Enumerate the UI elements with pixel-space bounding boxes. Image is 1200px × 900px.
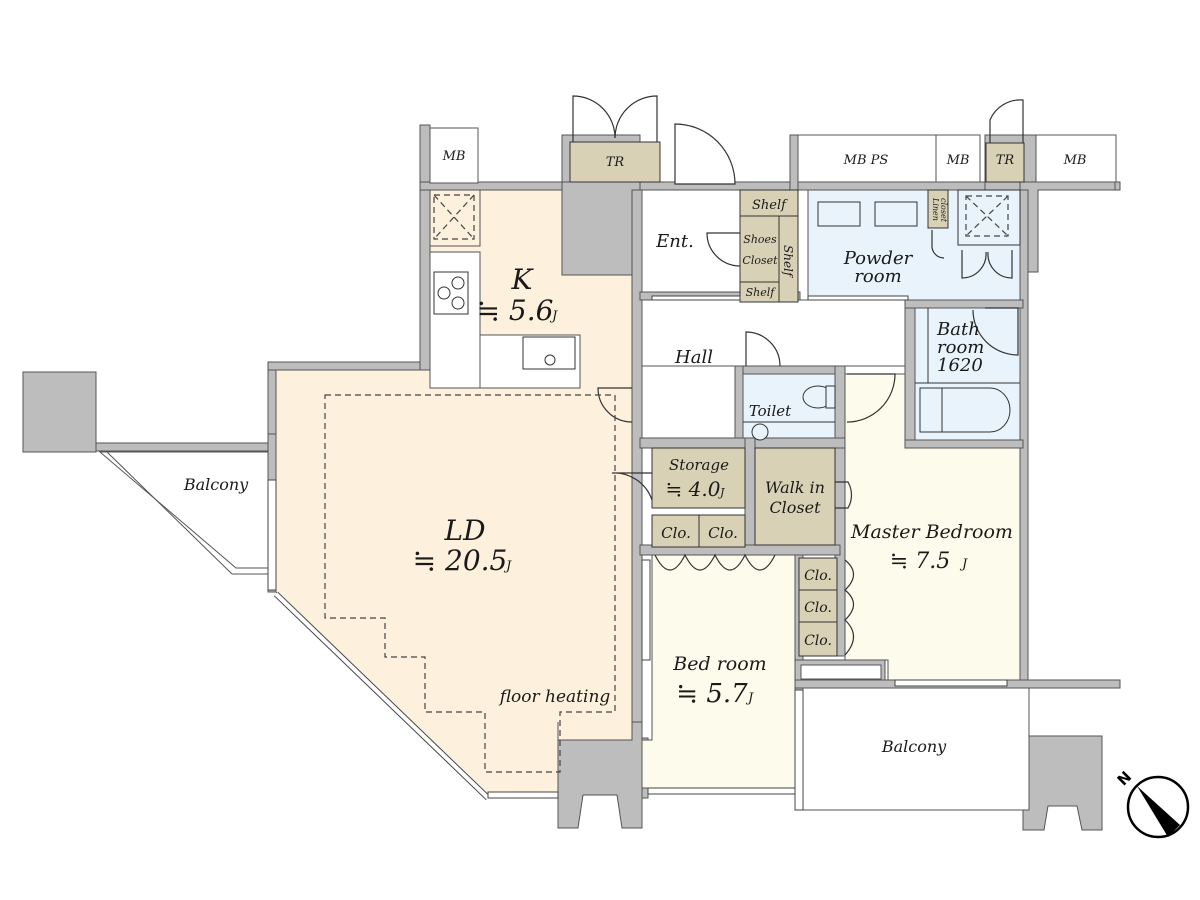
toilet-label: Toilet (749, 402, 792, 420)
linen-closet-line1: Linen (931, 197, 940, 221)
compass-north-label: N (1114, 768, 1136, 790)
mb-left-label: MB (442, 149, 466, 164)
walk-in-closet-line2: Closet (769, 498, 821, 517)
ld-name: LD (443, 514, 485, 547)
shoes-closet-line2: Closet (742, 254, 778, 267)
floor-heating-label: floor heating (498, 687, 611, 707)
mb-right-label: MB (1063, 153, 1087, 168)
balcony-south-label: Balcony (881, 737, 947, 756)
master-bedroom-area: ≒ 7.5 (890, 549, 950, 574)
bedroom-name: Bed room (672, 653, 766, 675)
bedroom-area: ≒ 5.7 (676, 679, 748, 709)
clo-2-label: Clo. (708, 524, 738, 542)
bath-room-line1: Bath (936, 319, 980, 340)
balcony-west-label: Balcony (183, 475, 249, 494)
kitchen-name: K (511, 263, 535, 296)
floor-heating-zone (324, 394, 616, 773)
north-compass-icon: N (1114, 768, 1190, 839)
mb-ps-label: MB PS (843, 153, 889, 168)
tr-right-label: TR (996, 153, 1015, 168)
shoes-closet-line1: Shoes (743, 233, 777, 246)
shelf-top-label: Shelf (752, 198, 788, 213)
labels: MB TR MB PS MB TR MB K ≒ 5.6 J Ent. Shel… (183, 149, 1087, 756)
doors (572, 95, 1024, 656)
room-fills (98, 189, 1030, 811)
bath-room-size: 1620 (937, 355, 983, 376)
kitchen-unit: J (549, 309, 558, 324)
bath-room-line2: room (937, 337, 984, 358)
mb-mid-label: MB (946, 153, 970, 168)
walk-in-closet-line1: Walk in (765, 478, 825, 497)
ld-unit: J (503, 559, 512, 574)
kitchen-area: ≒ 5.6 (477, 294, 554, 327)
powder-room-line1: Powder (843, 248, 914, 269)
powder-room-line2: room (854, 266, 901, 287)
clo-5-label: Clo. (804, 633, 832, 649)
windows (267, 295, 1008, 811)
sink-icon (522, 336, 576, 370)
hall-label: Hall (674, 347, 713, 368)
storage-unit: J (718, 486, 725, 499)
bedroom-unit: J (745, 691, 754, 706)
utility-boxes (429, 127, 1117, 184)
master-bedroom-name: Master Bedroom (850, 521, 1013, 543)
linen-closet-line2: closet (939, 198, 948, 223)
clo-1-label: Clo. (661, 524, 691, 542)
clo-4-label: Clo. (804, 600, 832, 616)
storage-name: Storage (669, 456, 729, 474)
master-bedroom-unit: J (959, 557, 968, 572)
tr-left-label: TR (606, 155, 625, 170)
entrance-label: Ent. (655, 231, 694, 252)
storage-area: ≒ 4.0 (666, 477, 721, 501)
stove-icon (433, 271, 469, 315)
shelf-side-label: Shelf (781, 245, 795, 279)
ld-area: ≒ 20.5 (413, 544, 508, 577)
shelf-bottom-label: Shelf (746, 286, 777, 299)
clo-3-label: Clo. (804, 568, 832, 584)
fridge-space (433, 194, 475, 240)
